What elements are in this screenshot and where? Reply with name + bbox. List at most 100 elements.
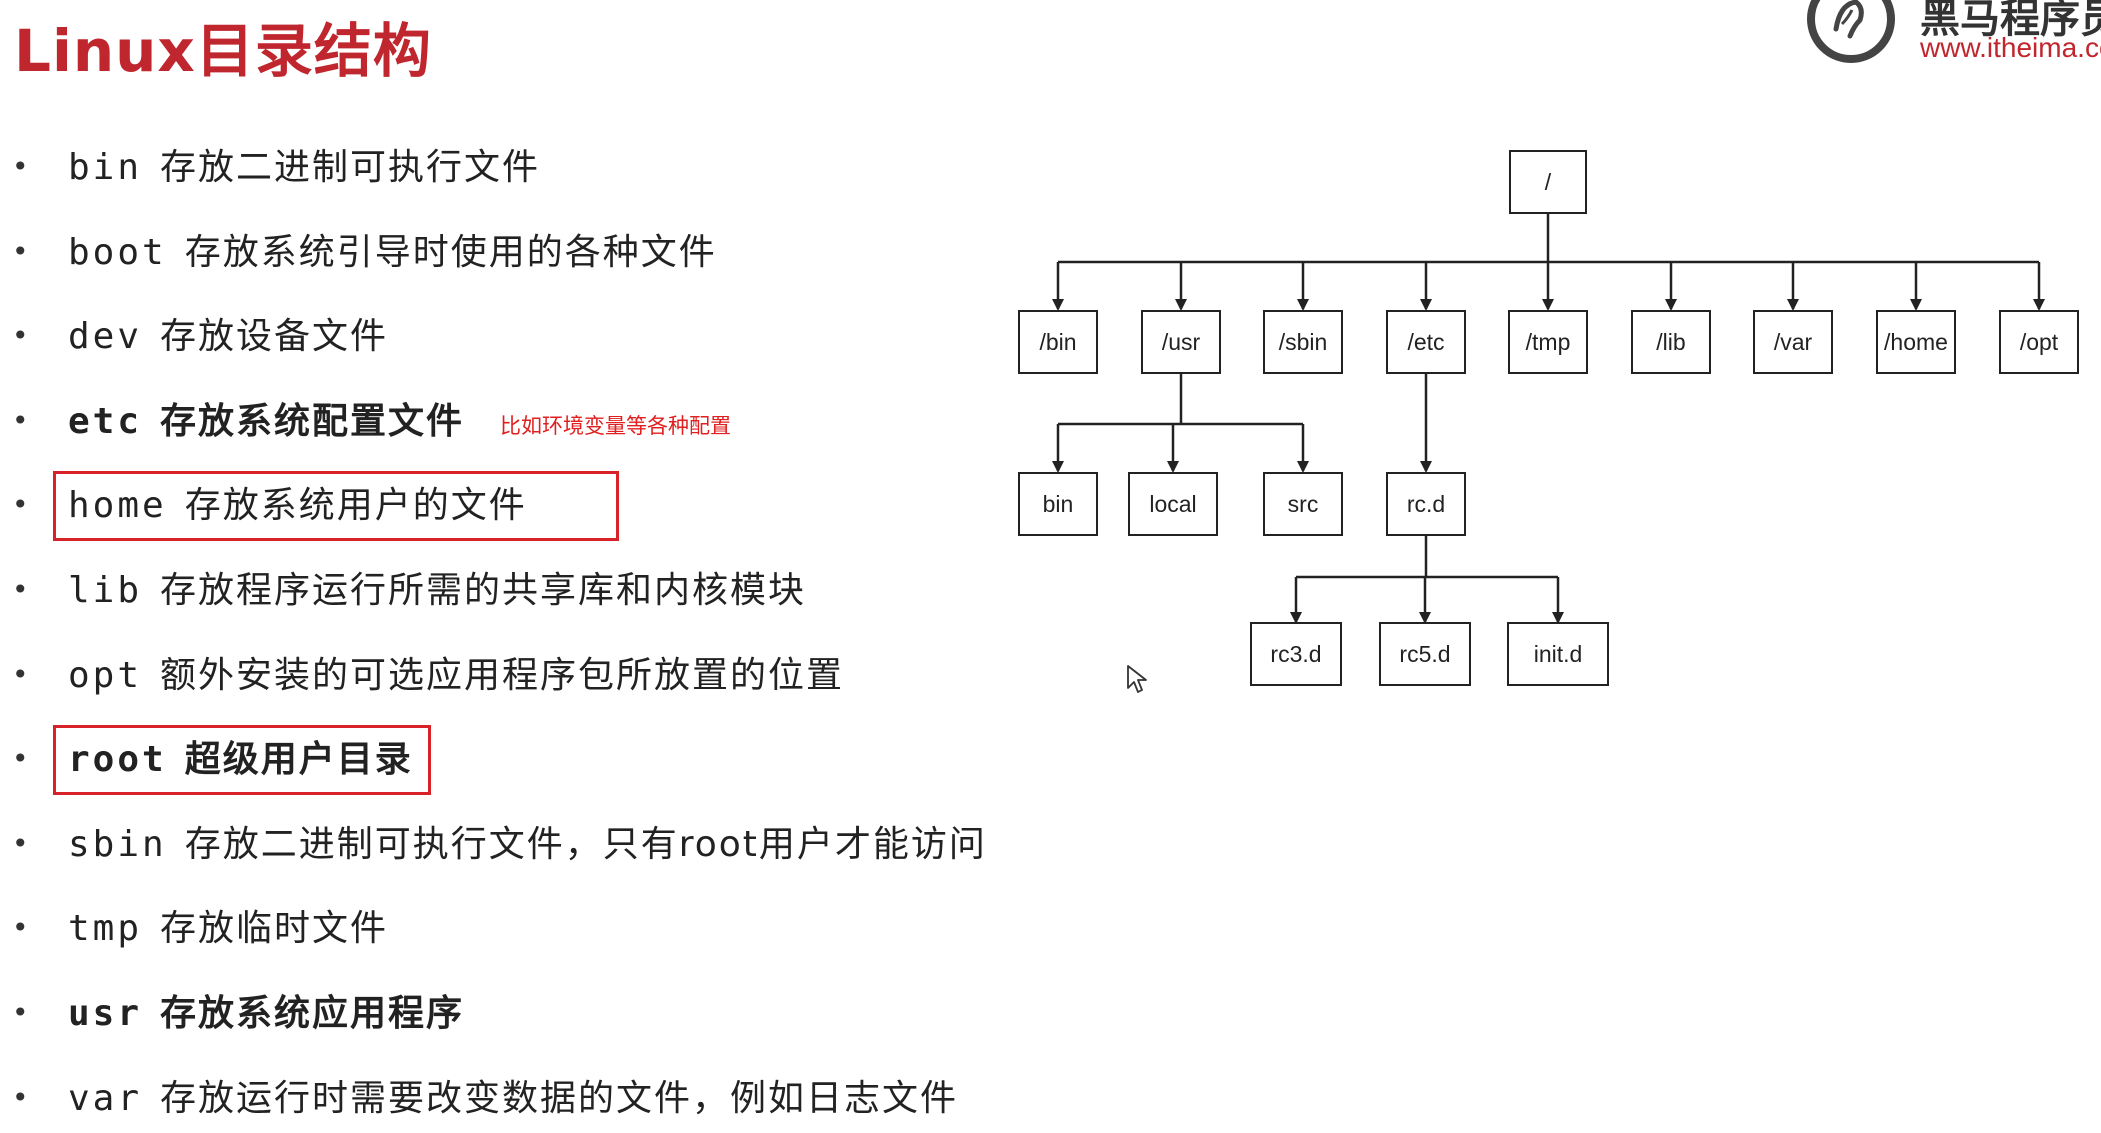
arrowhead-icon: [1552, 612, 1564, 624]
page-title: Linux目录结构: [14, 17, 432, 85]
node-level1: /tmp: [1508, 310, 1588, 374]
brand-logo: 黑马程序员 www.itheima.com: [1806, 0, 2101, 70]
node-label: /home: [1884, 329, 1948, 355]
node-box: [1999, 310, 2079, 374]
node-label: /lib: [1656, 329, 1685, 355]
node-label: /opt: [2020, 329, 2059, 355]
node-label: /tmp: [1526, 329, 1571, 355]
bullet-icon: •: [12, 488, 29, 521]
arrowhead-icon: [1175, 299, 1187, 311]
directory-name: var: [68, 1078, 143, 1119]
directory-description: 存放系统用户的文件: [184, 485, 527, 526]
node-label: rc3.d: [1270, 641, 1321, 667]
node-rcd-child: rc5.d: [1379, 622, 1471, 686]
directory-description: 存放运行时需要改变数据的文件，例如日志文件: [160, 1078, 959, 1119]
node-rcd-child: rc3.d: [1250, 622, 1342, 686]
directory-name: tmp: [68, 908, 143, 949]
directory-description: 存放临时文件: [160, 908, 389, 949]
node-label: init.d: [1534, 641, 1583, 667]
node-level1: /sbin: [1263, 310, 1343, 374]
node-box: [1263, 472, 1343, 536]
highlight-box-home: [53, 471, 619, 541]
logo-horse-icon: [1807, 0, 1895, 63]
mouse-cursor-icon: [1127, 665, 1147, 693]
node-usr-child: src: [1263, 472, 1343, 536]
node-box: [1509, 150, 1587, 214]
node-label: /var: [1774, 329, 1813, 355]
node-rcd: rc.d: [1386, 472, 1466, 536]
highlight-box-root: [53, 725, 431, 795]
directory-name: sbin: [68, 824, 167, 865]
node-box: [1386, 472, 1466, 536]
node-label: rc5.d: [1399, 641, 1450, 667]
node-box: [1018, 310, 1098, 374]
arrowhead-icon: [1419, 612, 1431, 624]
node-box: [1507, 622, 1609, 686]
list-item-usr: • usr 存放系统应用程序: [0, 986, 1010, 1042]
node-label: /sbin: [1279, 329, 1328, 355]
arrowhead-icon: [1167, 461, 1179, 473]
arrowhead-icon: [1665, 299, 1677, 311]
directory-name: opt: [68, 655, 143, 696]
entry-text: home 存放系统用户的文件: [68, 484, 527, 528]
arrowhead-icon: [1052, 299, 1064, 311]
bullet-icon: •: [12, 573, 29, 606]
node-label: /usr: [1162, 329, 1201, 355]
directory-description: 存放二进制可执行文件: [160, 147, 541, 188]
node-box: [1128, 472, 1218, 536]
arrowhead-icon: [1542, 299, 1554, 311]
directory-description: 存放程序运行所需的共享库和内核模块: [160, 570, 807, 611]
entry-text: var 存放运行时需要改变数据的文件，例如日志文件: [68, 1077, 958, 1121]
directory-name: home: [68, 485, 167, 526]
arrowhead-icon: [1297, 461, 1309, 473]
arrowhead-icon: [1052, 461, 1064, 473]
arrowhead-icon: [2033, 299, 2045, 311]
node-label: /: [1545, 169, 1552, 195]
arrowhead-icon: [1420, 299, 1432, 311]
entry-text: usr 存放系统应用程序: [68, 992, 464, 1036]
bullet-icon: •: [12, 996, 29, 1029]
directory-description: 存放系统配置文件: [160, 401, 465, 442]
node-usr-child: bin: [1018, 472, 1098, 536]
node-level1: /bin: [1018, 310, 1098, 374]
list-item-home: • home 存放系统用户的文件: [0, 478, 1010, 534]
directory-name: usr: [68, 993, 143, 1034]
node-box: [1508, 310, 1588, 374]
directory-description: 存放二进制可执行文件，只有root用户才能访问: [184, 824, 987, 865]
bullet-icon: •: [12, 404, 29, 437]
node-box: [1379, 622, 1471, 686]
arrowhead-icon: [1787, 299, 1799, 311]
bullet-icon: •: [12, 911, 29, 944]
node-label: rc.d: [1407, 491, 1445, 517]
directory-description: 存放系统应用程序: [160, 993, 465, 1034]
node-box: [1263, 310, 1343, 374]
directory-name: root: [68, 739, 167, 780]
node-level1: /var: [1753, 310, 1833, 374]
directory-description: 存放设备文件: [160, 316, 389, 357]
arrowhead-icon: [1297, 299, 1309, 311]
directory-name: bin: [68, 147, 143, 188]
entry-text: tmp 存放临时文件: [68, 907, 388, 951]
node-level1: /home: [1876, 310, 1956, 374]
entry-text: sbin 存放二进制可执行文件，只有root用户才能访问: [68, 823, 987, 867]
node-level1: /lib: [1631, 310, 1711, 374]
annotation-note: 比如环境变量等各种配置: [500, 414, 731, 438]
directory-name: etc: [68, 401, 143, 442]
node-box: [1141, 310, 1221, 374]
node-root: /: [1509, 150, 1587, 214]
node-level1: /usr: [1141, 310, 1221, 374]
node-label: bin: [1043, 491, 1074, 517]
node-label: src: [1288, 491, 1319, 517]
